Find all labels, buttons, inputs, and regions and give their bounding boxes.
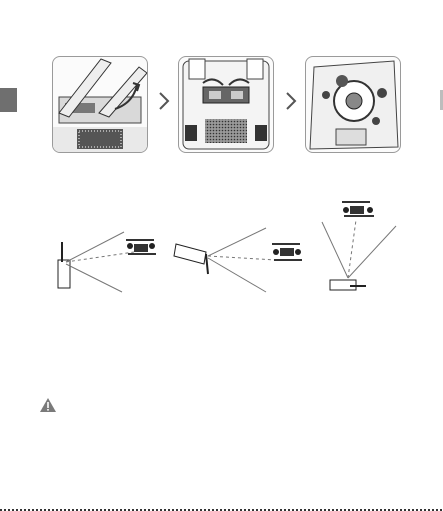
controller-stick-release-illustration	[179, 57, 273, 152]
antenna-unfold-illustration	[53, 57, 147, 152]
chevron-right-icon	[158, 92, 170, 110]
control-stick-mount-illustration	[306, 57, 400, 152]
chevron-right-icon	[285, 92, 297, 110]
vertical-antenna-illustration	[58, 232, 134, 292]
section-tab	[0, 88, 17, 112]
step-3-panel	[305, 56, 401, 153]
warning-triangle-icon	[39, 397, 57, 413]
drone-illustration	[342, 202, 374, 216]
step-2-panel	[178, 56, 274, 153]
drone-illustration	[272, 244, 302, 260]
step-1-panel	[52, 56, 148, 153]
drone-illustration	[126, 240, 156, 254]
flat-antenna-illustration	[322, 220, 396, 290]
angled-antenna-illustration	[174, 228, 276, 292]
antenna-signal-diagram	[30, 192, 430, 304]
